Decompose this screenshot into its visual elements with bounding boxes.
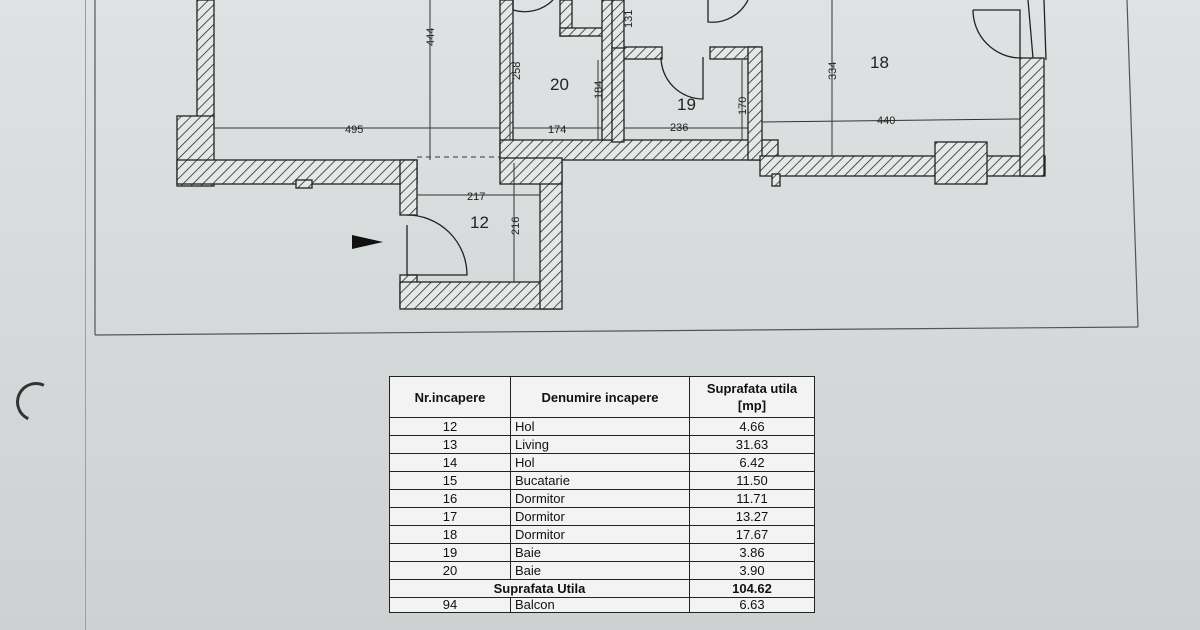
room-number-20: 20 [550, 75, 569, 94]
wall-notch-2 [771, 173, 781, 187]
table-row: 20 Baie 3.90 [389, 561, 815, 580]
dimension-label: 334 [827, 62, 839, 80]
table-row: 12 Hol 4.66 [389, 417, 815, 436]
room-area-cell: 4.66 [689, 417, 815, 436]
room-area-cell: 3.90 [689, 561, 815, 580]
bath19-door [660, 56, 704, 100]
room-area-cell: 13.27 [689, 507, 815, 526]
room-name-cell: Baie [510, 543, 690, 562]
wall-hall-left [399, 159, 418, 216]
door-frame-right [1027, 0, 1034, 59]
table-row: 17 Dormitor 13.27 [389, 507, 815, 526]
wall-bath19-right [747, 46, 763, 161]
entrance-arrow-icon [352, 235, 383, 249]
table-row: 18 Dormitor 17.67 [389, 525, 815, 544]
room-number-cell: 19 [389, 543, 511, 562]
room-name-cell: Dormitor [510, 507, 690, 526]
room-number-cell: 18 [389, 525, 511, 544]
table-row: 13 Living 31.63 [389, 435, 815, 454]
room-name-cell: Hol [510, 453, 690, 472]
total-area-row: Suprafata Utila 104.62 [389, 579, 815, 598]
dimension-lines [214, 0, 1021, 282]
wall-left-upper [196, 0, 215, 119]
walls [176, 0, 1046, 310]
column-header-room-name: Denumire incapere [510, 376, 690, 418]
room-door-top [707, 0, 749, 23]
table-row: 15 Bucatarie 11.50 [389, 471, 815, 490]
room-area-table: Nr.incapere Denumire incapere Suprafata … [389, 376, 815, 613]
dimension-label: 495 [345, 124, 363, 136]
room-number-cell: 12 [389, 417, 511, 436]
wall-notch-1 [295, 179, 313, 189]
window-frame-right [1043, 0, 1047, 61]
dimension-label: 174 [548, 124, 566, 136]
wall-bottom-right [759, 155, 1046, 177]
room-name-cell: Dormitor [510, 525, 690, 544]
room-area-cell: 3.86 [689, 543, 815, 562]
room-area-cell: 11.71 [689, 489, 815, 508]
room-number-cell: 17 [389, 507, 511, 526]
room18-door [972, 9, 1021, 59]
room-number-12: 12 [470, 213, 489, 232]
room-number-cell: 94 [389, 597, 511, 613]
dimension-label: 236 [670, 122, 688, 134]
table-row: 16 Dormitor 11.71 [389, 489, 815, 508]
doors [406, 0, 1047, 276]
table-header-row: Nr.incapere Denumire incapere Suprafata … [389, 376, 815, 418]
wall-bathroom-bottom [499, 139, 779, 161]
frame-line-right [1126, 0, 1139, 328]
room-number-cell: 20 [389, 561, 511, 580]
room-name-cell: Baie [510, 561, 690, 580]
dimension-label: 216 [510, 217, 522, 235]
table-row: 19 Baie 3.86 [389, 543, 815, 562]
dimension-label: 444 [425, 28, 437, 46]
room-area-cell: 6.42 [689, 453, 815, 472]
table-row-partial: 94 Balcon 6.63 [389, 597, 815, 613]
wall-bath19-top-stub [611, 0, 625, 49]
column-header-usable-area: Suprafata utila [mp] [689, 376, 815, 418]
wall-central-lower [499, 157, 563, 185]
dimension-label: 170 [737, 97, 749, 115]
dimension-label: 184 [593, 81, 605, 99]
dim-line-440 [761, 118, 1021, 123]
entrance-door [406, 214, 468, 276]
room-number-cell: 16 [389, 489, 511, 508]
room-number-19: 19 [677, 95, 696, 114]
wall-right [1019, 57, 1045, 177]
room-name-cell: Dormitor [510, 489, 690, 508]
room-name-cell: Living [510, 435, 690, 454]
frame-line-bottom [94, 326, 1139, 336]
bath20-door [512, 0, 554, 13]
column-header-room-number: Nr.incapere [389, 376, 511, 418]
wall-pillar-right [934, 141, 988, 185]
room-name-cell: Hol [510, 417, 690, 436]
total-area-value: 104.62 [689, 579, 815, 598]
dimension-label: 440 [877, 115, 895, 127]
dimension-label: 258 [511, 62, 523, 80]
room-number-18: 18 [870, 53, 889, 72]
wall-bath19-left [611, 46, 625, 143]
room-area-cell: 6.63 [689, 597, 815, 613]
wall-hall-right [539, 162, 563, 310]
room-number-cell: 14 [389, 453, 511, 472]
room-number-cell: 15 [389, 471, 511, 490]
room-area-cell: 31.63 [689, 435, 815, 454]
dimension-label: 131 [623, 10, 635, 28]
room-name-cell: Bucatarie [510, 471, 690, 490]
room-area-cell: 11.50 [689, 471, 815, 490]
room-name-cell: Balcon [510, 597, 690, 613]
dimension-label: 217 [467, 191, 485, 203]
table-row: 14 Hol 6.42 [389, 453, 815, 472]
wall-hall-bottom [399, 281, 561, 310]
room-number-cell: 13 [389, 435, 511, 454]
total-area-label: Suprafata Utila [389, 579, 690, 598]
room-area-cell: 17.67 [689, 525, 815, 544]
page-edge-line [85, 0, 86, 630]
